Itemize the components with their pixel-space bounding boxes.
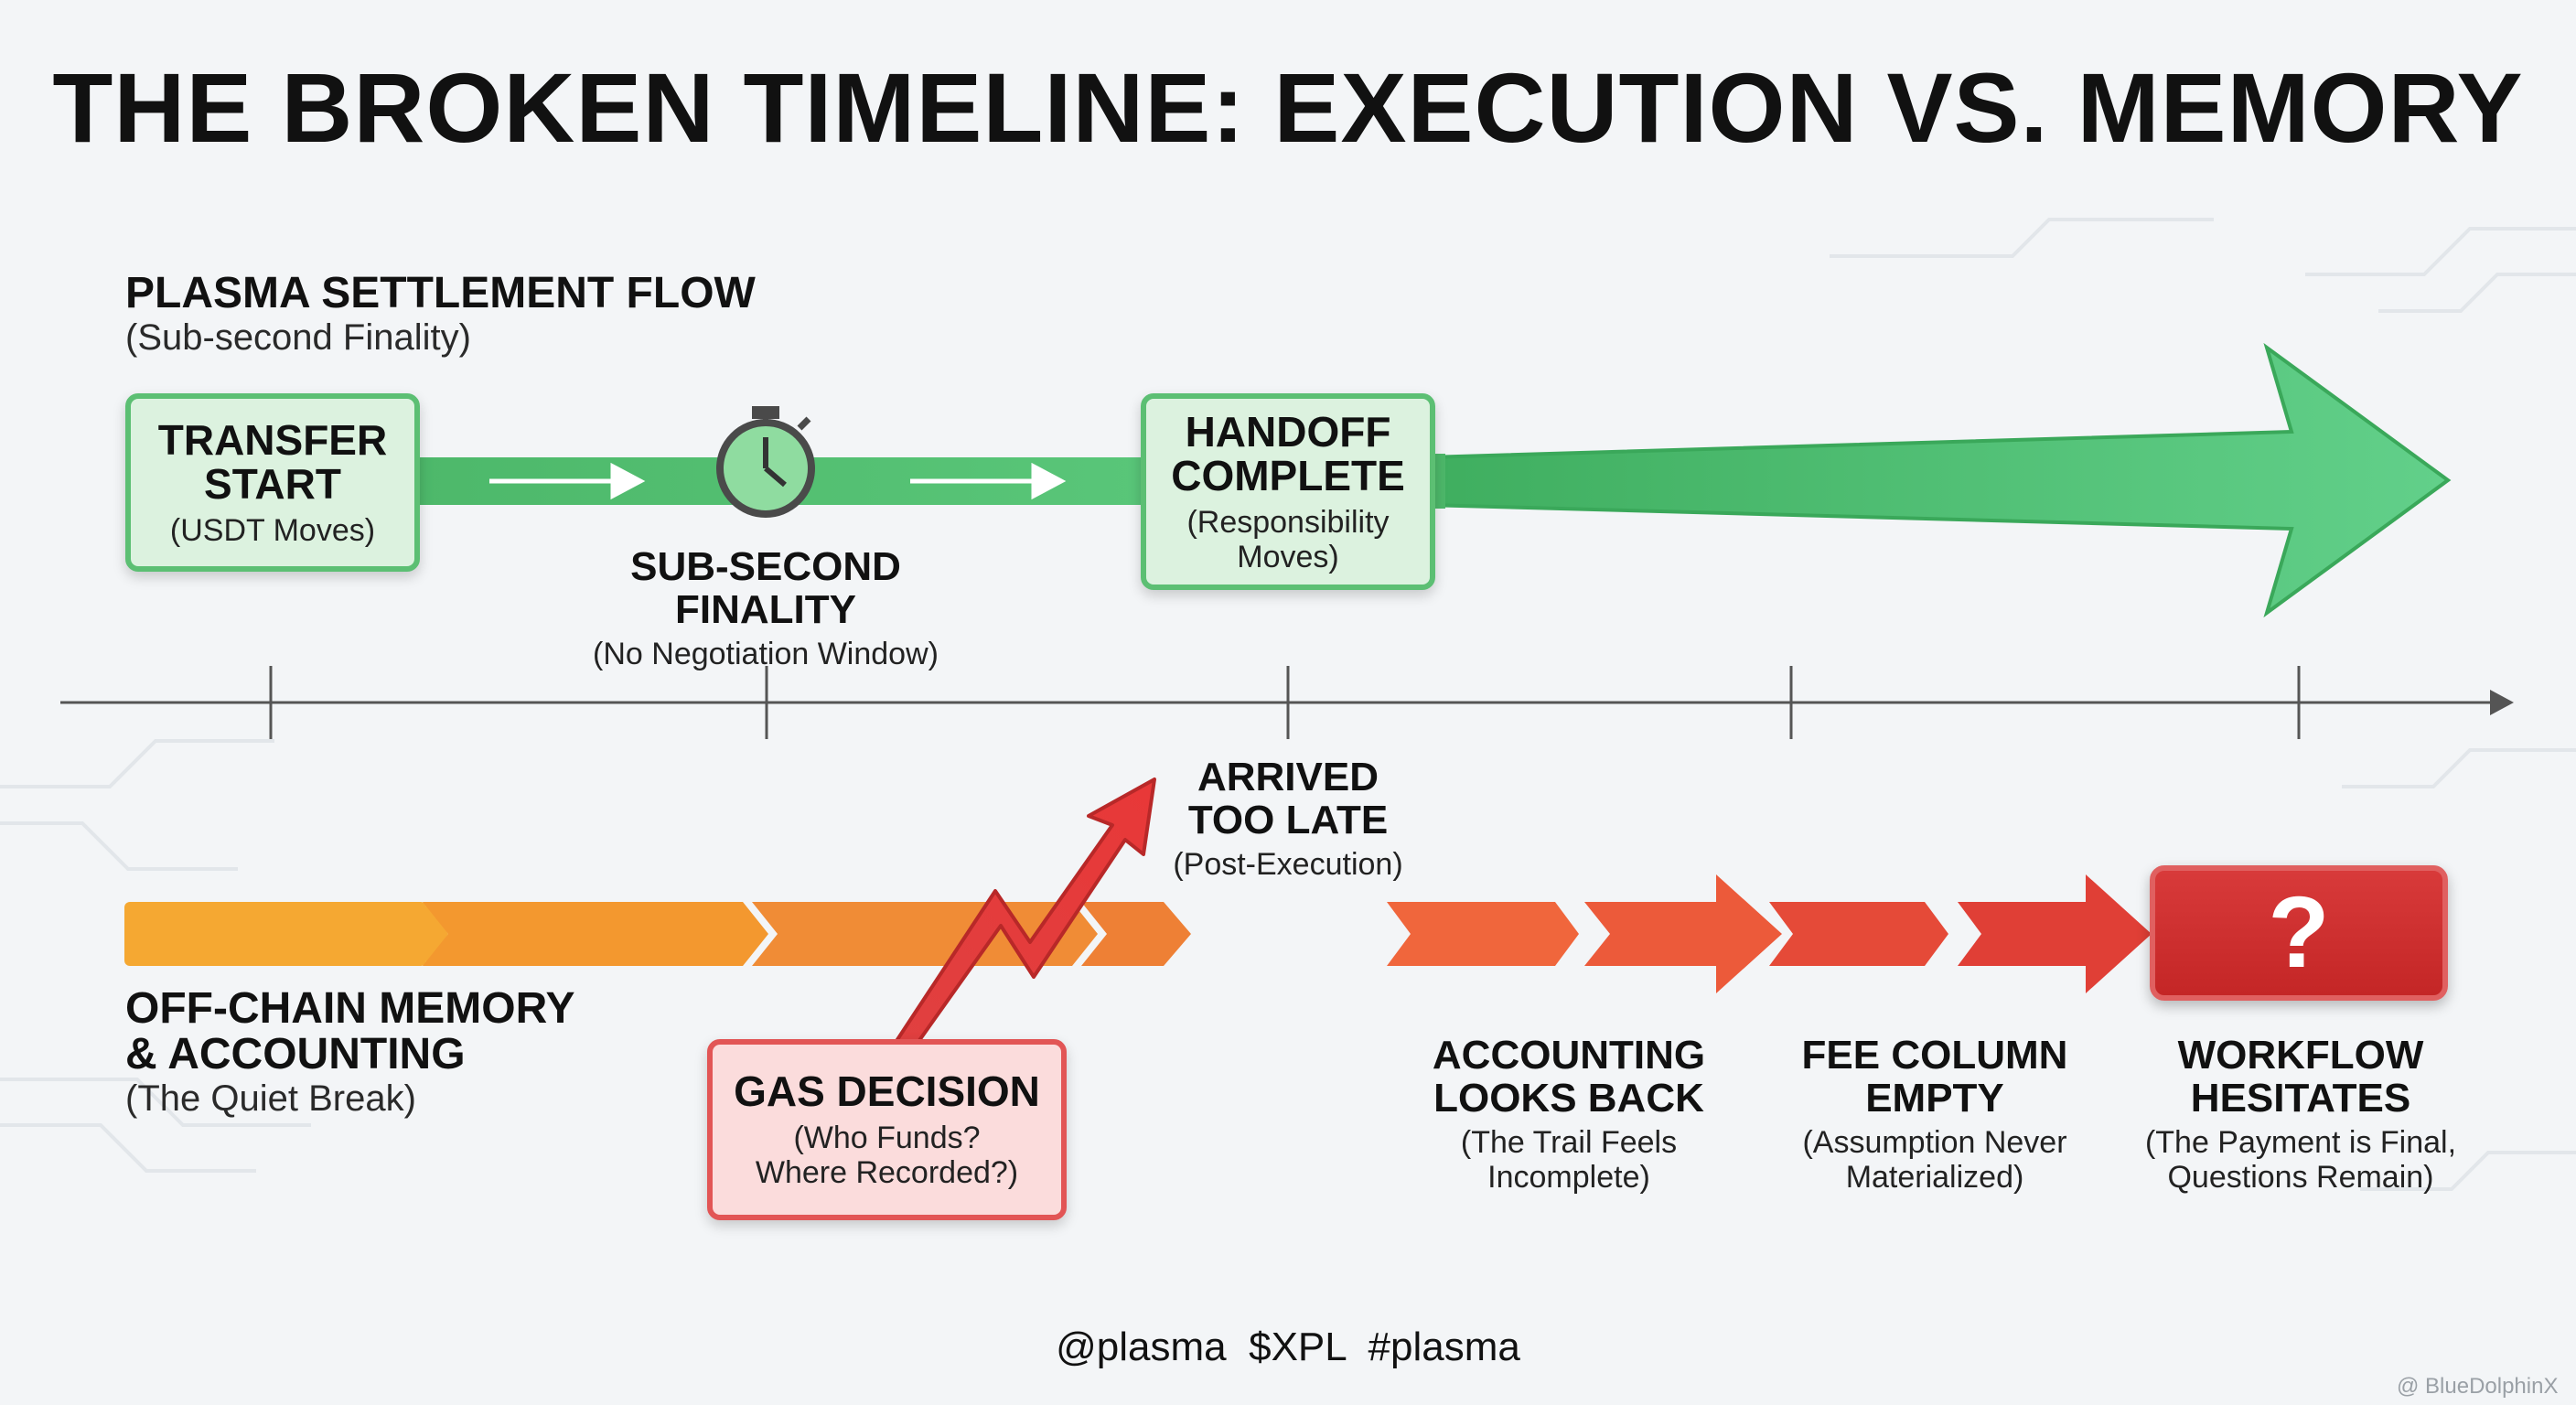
arrived-too-late-title: ARRIVED TOO LATE: [1187, 755, 1389, 842]
red-chevron-band: [1387, 874, 2152, 993]
transfer-start-title: TRANSFER START: [157, 415, 388, 508]
top-section-heading: PLASMA SETTLEMENT FLOW (Sub-second Final…: [125, 271, 756, 359]
page-title: THE BROKEN TIMELINE: EXECUTION VS. MEMOR…: [52, 52, 2524, 163]
gas-decision-title: GAS DECISION: [734, 1067, 1040, 1115]
arrow-right-icon: [910, 462, 1067, 500]
arrived-too-late-subtitle: (Post-Execution): [1173, 847, 1403, 882]
circuit-decoration: [0, 218, 2576, 1191]
question-box: ?: [2150, 865, 2448, 1001]
arrived-too-late-label: ARRIVED TOO LATE (Post-Execution): [1142, 756, 1434, 882]
stopwatch-icon: [716, 406, 815, 518]
accounting-looks-back-label: ACCOUNTING LOOKS BACK (The Trail Feels I…: [1390, 1034, 1747, 1195]
watermark: @ BlueDolphinX: [2397, 1374, 2559, 1399]
sub-second-finality-subtitle: (No Negotiation Window): [593, 637, 939, 671]
top-section-title: PLASMA SETTLEMENT FLOW: [125, 269, 756, 317]
footer-tags: @plasma $XPL #plasma: [1056, 1325, 1520, 1369]
workflow-hesitates-subtitle: (The Payment is Final, Questions Remain): [2144, 1125, 2457, 1195]
bottom-section-title: OFF-CHAIN MEMORY & ACCOUNTING: [125, 984, 575, 1078]
question-mark-icon: ?: [2268, 876, 2330, 989]
gas-decision-subtitle: (Who Funds? Where Recorded?): [755, 1121, 1019, 1190]
workflow-hesitates-title: WORKFLOW HESITATES: [2177, 1033, 2424, 1121]
fee-column-empty-title: FEE COLUMN EMPTY: [1801, 1033, 2068, 1121]
bottom-section-subtitle: (The Quiet Break): [125, 1078, 416, 1119]
handoff-complete-subtitle: (Responsibility Moves): [1186, 504, 1390, 574]
sub-second-finality-title: SUB-SECOND FINALITY: [630, 544, 901, 632]
top-section-subtitle: (Sub-second Finality): [125, 317, 471, 358]
fee-column-empty-subtitle: (Assumption Never Materialized): [1802, 1125, 2067, 1195]
workflow-hesitates-label: WORKFLOW HESITATES (The Payment is Final…: [2113, 1034, 2488, 1195]
accounting-looks-back-title: ACCOUNTING LOOKS BACK: [1432, 1033, 1706, 1121]
big-green-arrow: [1425, 342, 2452, 618]
sub-second-finality-label: SUB-SECOND FINALITY (No Negotiation Wind…: [537, 545, 994, 671]
accounting-looks-back-subtitle: (The Trail Feels Incomplete): [1460, 1125, 1678, 1195]
handoff-complete-box: HANDOFF COMPLETE (Responsibility Moves): [1141, 393, 1435, 590]
zigzag-arrow-icon: [895, 778, 1156, 1054]
gas-decision-box: GAS DECISION (Who Funds? Where Recorded?…: [707, 1039, 1067, 1220]
handoff-complete-title: HANDOFF COMPLETE: [1171, 407, 1405, 499]
transfer-start-box: TRANSFER START (USDT Moves): [125, 393, 420, 572]
transfer-start-subtitle: (USDT Moves): [169, 512, 376, 548]
fee-column-empty-label: FEE COLUMN EMPTY (Assumption Never Mater…: [1766, 1034, 2104, 1195]
bottom-section-heading: OFF-CHAIN MEMORY & ACCOUNTING (The Quiet…: [125, 986, 575, 1120]
timeline-axis: [60, 666, 2514, 739]
arrow-right-icon: [489, 462, 646, 500]
